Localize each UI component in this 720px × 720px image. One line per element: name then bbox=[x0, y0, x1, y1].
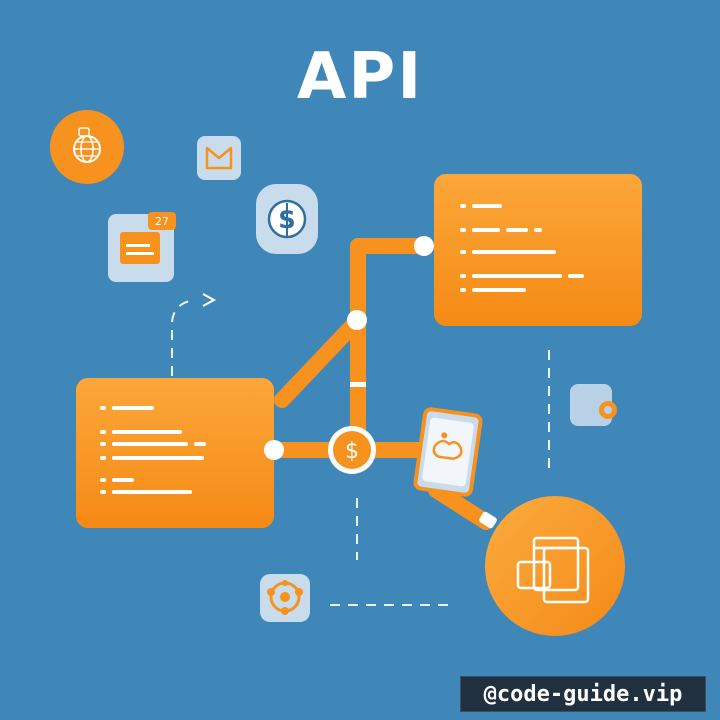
stacked-windows-icon bbox=[485, 496, 625, 636]
junction-node-upper bbox=[347, 310, 367, 330]
message-card-icon bbox=[413, 407, 483, 497]
dashed-curve bbox=[171, 299, 197, 376]
dollar-tile-icon: S bbox=[256, 184, 318, 254]
small-dot-tile-icon bbox=[570, 384, 617, 426]
mail-icon bbox=[197, 136, 241, 180]
client-code-lines bbox=[100, 406, 206, 494]
connector-pipes bbox=[268, 238, 494, 530]
globe-icon bbox=[50, 110, 124, 184]
junction-node-server bbox=[414, 236, 434, 256]
pipe-cap bbox=[479, 511, 497, 529]
pipe-joint bbox=[350, 382, 366, 387]
notification-card-icon: 27 bbox=[108, 212, 176, 282]
arrow-head-icon bbox=[202, 293, 217, 307]
client-panel bbox=[76, 378, 274, 528]
pipe-server-to-hub bbox=[350, 238, 432, 458]
badge-count: 27 bbox=[155, 215, 169, 228]
junction-nodes bbox=[264, 236, 434, 460]
page-title: API bbox=[296, 40, 424, 114]
payment-node: $ bbox=[328, 426, 376, 474]
dashed-guides bbox=[171, 299, 550, 606]
watermark-label: @code-guide.vip bbox=[460, 676, 706, 712]
junction-node-client bbox=[264, 440, 284, 460]
server-code-lines bbox=[460, 204, 584, 292]
payment-symbol: $ bbox=[345, 439, 359, 464]
badge bbox=[148, 212, 176, 230]
pipe-client-diagonal bbox=[274, 312, 366, 408]
network-icon bbox=[260, 574, 310, 622]
pipe-to-stack bbox=[428, 482, 494, 530]
server-panel bbox=[434, 174, 642, 326]
